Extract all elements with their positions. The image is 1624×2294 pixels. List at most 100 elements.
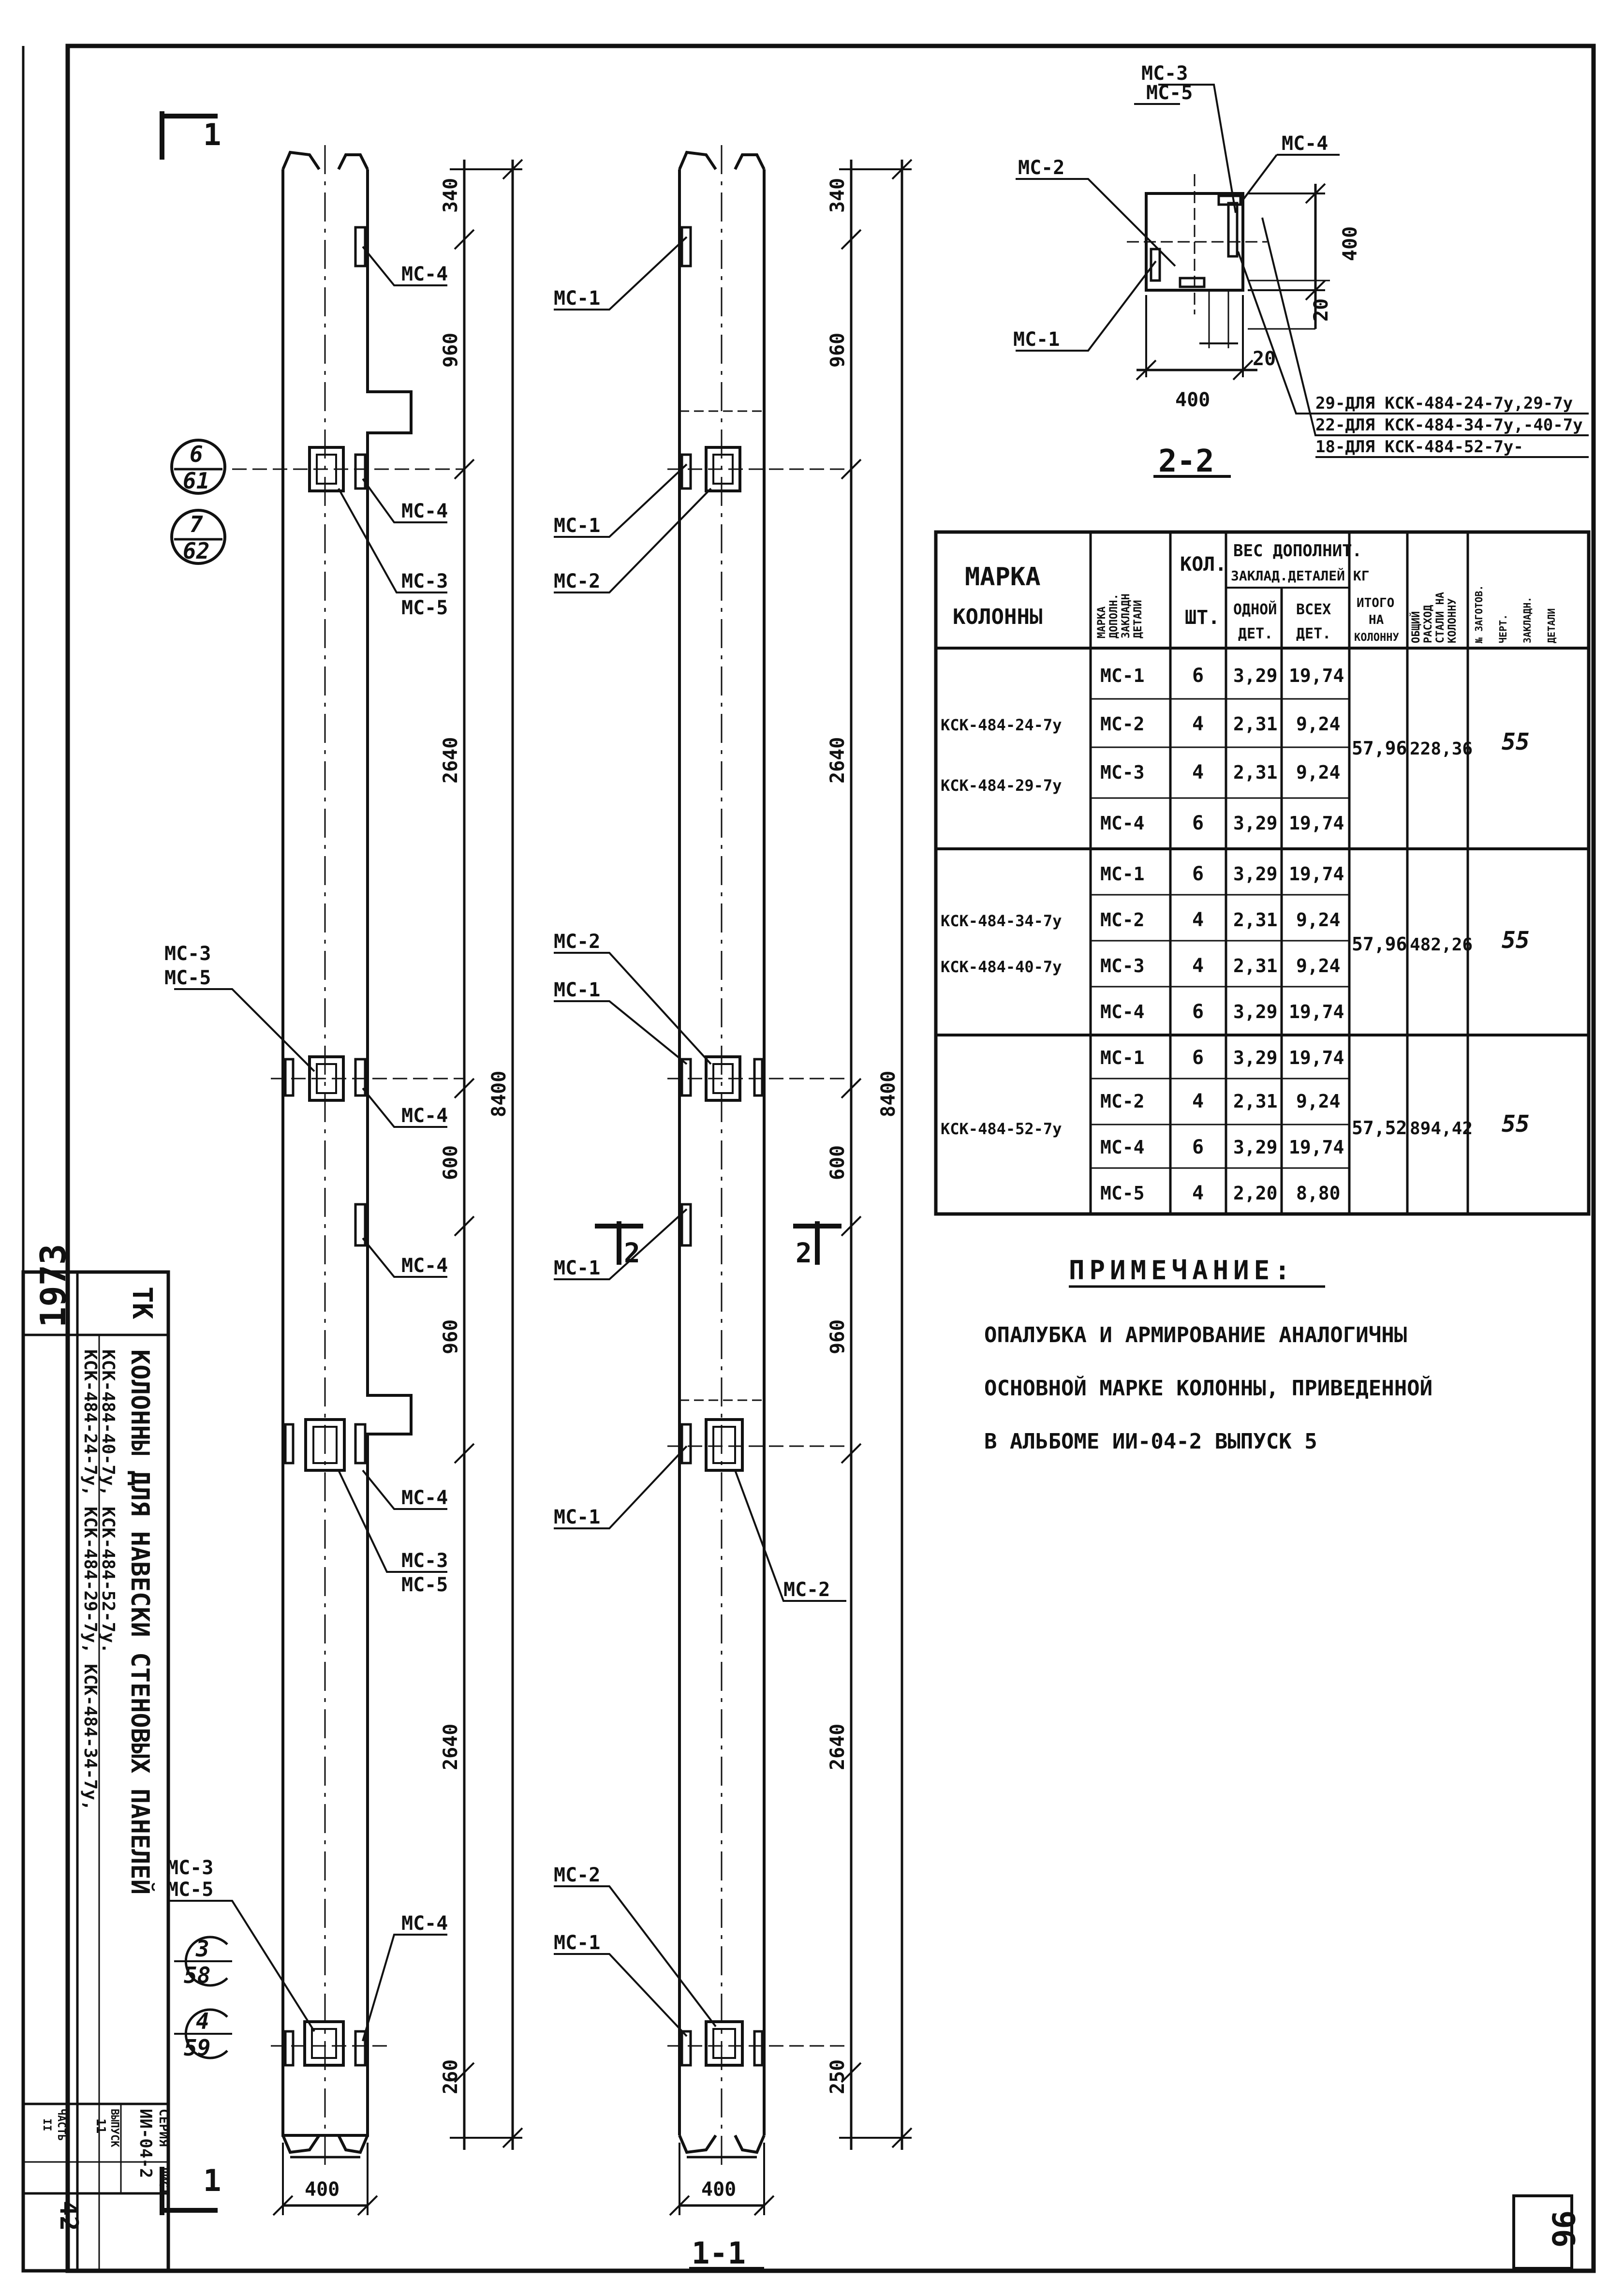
s22-mc2: МС-2: [1018, 157, 1064, 179]
tb-part-label: ЧАСТЬ: [55, 2109, 67, 2141]
tb-g2-r1-all: 19,74: [1289, 863, 1344, 885]
dim-a-960b: 960: [440, 1319, 462, 1354]
dim-b-total: 8400: [877, 1071, 900, 1117]
dim-b-2640: 2640: [827, 737, 849, 784]
tb-g3-r1-all: 19,74: [1289, 1047, 1344, 1068]
s22-dim-400-v: 400: [1339, 226, 1361, 261]
th-chert-1: № ЗАГОТОВ.: [1473, 585, 1485, 644]
tb-g2-chert: 55: [1502, 927, 1530, 954]
callout-a-bot-mc5: МС-5: [167, 1879, 213, 1901]
th-chert-4: ДЕТАЛИ: [1546, 608, 1557, 643]
column-b-outline: [679, 169, 764, 2135]
tb-g2-r1-one: 3,29: [1233, 863, 1278, 885]
dim-a-2640b: 2640: [440, 1724, 462, 1770]
tb-g3-r3-all: 19,74: [1289, 1137, 1344, 1158]
tb-g3-r2-q: 4: [1192, 1090, 1204, 1112]
tb-year: 1973: [33, 1244, 74, 1328]
node-4-den: 59: [184, 2035, 210, 2061]
callout-b-mc2-bot: МС-2: [554, 1864, 600, 1886]
section-mark-top-label: 1: [203, 117, 221, 152]
dim-a-2640: 2640: [440, 737, 462, 784]
page-number-box: 96: [1514, 2196, 1580, 2268]
node-7-62: 7 62: [172, 510, 225, 564]
callout-a-bot-mc4: МС-4: [401, 1912, 448, 1935]
th-detail-1: МАРКА: [1096, 607, 1108, 638]
th-chert-2: ЧЕРТ.: [1497, 614, 1509, 643]
s22-mc5: МС-5: [1146, 82, 1193, 104]
tb-g3-r4-q: 4: [1192, 1182, 1204, 1204]
column-a-callouts: [167, 247, 447, 2041]
tb-g2-r1-d: МС-1: [1100, 863, 1145, 885]
th-total-2: НА: [1369, 613, 1384, 627]
tb-g2-steel: 482,26: [1410, 935, 1473, 955]
node-7-num: 7: [190, 511, 203, 537]
s22-dim-400-h: 400: [1175, 389, 1210, 411]
tb-series: ИИ-04-2: [136, 2109, 155, 2178]
section-2-2: [1016, 85, 1589, 476]
node-6-den: 61: [183, 468, 209, 494]
tb-g3-r2-d: МС-2: [1100, 1091, 1145, 1112]
tb-g3-chert: 55: [1502, 1110, 1530, 1138]
tb-g3-r4-d: МС-5: [1100, 1183, 1145, 1204]
weights-table-body: КСК-484-24-7у КСК-484-29-7у МС-1 6 3,29 …: [941, 665, 1530, 1204]
tb-g1-steel: 228,36: [1410, 739, 1473, 759]
note-block: ПРИМЕЧАНИЕ: ОПАЛУБКА И АРМИРОВАНИЕ АНАЛО…: [984, 1255, 1432, 1454]
section-mark-bottom-label: 1: [203, 2163, 221, 2198]
title-block-text: 1973 ТК КОЛОННЫ ДЛЯ НАВЕСКИ СТЕНОВЫХ ПАН…: [33, 1244, 171, 2231]
th-detail-4: ДЕТАЛИ: [1132, 600, 1144, 638]
page-number: 96: [1545, 2210, 1580, 2248]
tb-g2-r4-all: 19,74: [1289, 1001, 1344, 1022]
tb-g1-r4-one: 3,29: [1233, 813, 1278, 834]
dim-a-total: 8400: [488, 1071, 510, 1117]
dim-b-250: 250: [827, 2059, 849, 2094]
tb-g2-r3-one: 2,31: [1233, 955, 1278, 977]
tb-g1-r2-d: МС-2: [1100, 713, 1145, 735]
note-line-1: ОПАЛУБКА И АРМИРОВАНИЕ АНАЛОГИЧНЫ: [984, 1323, 1407, 1347]
node-6-61: 6 61: [172, 440, 225, 494]
column-b: [667, 145, 851, 2167]
tb-g1-total: 57,96: [1352, 738, 1407, 759]
column-a-bottom-cap: [283, 2135, 368, 2152]
th-total-3: КОЛОННУ: [1354, 632, 1399, 644]
dim-a-width: 400: [305, 2178, 340, 2201]
tb-g3-r1-one: 3,29: [1233, 1047, 1278, 1068]
tb-g1-r1-d: МС-1: [1100, 665, 1145, 686]
dim-a-260: 260: [440, 2059, 462, 2094]
callout-a-mc4-top: МС-4: [401, 263, 448, 285]
th-all-1: ВСЕХ: [1296, 601, 1331, 618]
dim-b-960: 960: [827, 333, 849, 368]
tb-g1-r3-one: 2,31: [1233, 762, 1278, 783]
tb-g3-r2-one: 2,31: [1233, 1091, 1278, 1112]
callout-a-mc5: МС-5: [401, 597, 448, 619]
plate-a-3: [306, 1420, 344, 1470]
th-steel-1: ОБЩИЙ: [1410, 611, 1422, 643]
th-total-1: ИТОГО: [1357, 596, 1394, 610]
callout-b-mc2-mid: МС-2: [554, 931, 600, 953]
th-steel-4: КОЛОННУ: [1447, 598, 1459, 643]
node-7-den: 62: [183, 538, 209, 564]
note-line-2: ОСНОВНОЙ МАРКЕ КОЛОННЫ, ПРИВЕДЕННОЙ: [984, 1375, 1432, 1401]
column-a-dim-labels: 340 960 2640 600 960 2640 260 8400 400: [305, 178, 510, 2201]
tb-sheet-label: ЛИСТ: [157, 2167, 170, 2195]
section-mark-bottom: 1: [162, 2163, 221, 2215]
th-qty-1: КОЛ.: [1180, 553, 1226, 576]
tb-sheet: 42: [54, 2201, 83, 2231]
tb-g2-r2-d: МС-2: [1100, 909, 1145, 931]
th-detail-2: ДОПОЛН.: [1108, 593, 1120, 638]
th-steel-2: РАСХОД: [1422, 605, 1434, 643]
dim-b-340: 340: [827, 178, 849, 213]
s22-note-18: 18-ДЛЯ КСК-484-52-7у-: [1315, 437, 1523, 457]
callout-b-mc1-b: МС-1: [554, 515, 600, 537]
column-b-dimensions: [670, 160, 912, 2268]
section-mark-2: 2 2: [595, 1221, 842, 1269]
tb-g3-mark1: КСК-484-52-7у: [941, 1120, 1062, 1138]
tb-g2-mark2: КСК-484-40-7у: [941, 958, 1062, 976]
callout-b-mc2-low2: МС-2: [783, 1579, 830, 1601]
th-one-1: ОДНОЙ: [1233, 601, 1277, 618]
tb-title: КОЛОННЫ ДЛЯ НАВЕСКИ СТЕНОВЫХ ПАНЕЛЕЙ: [125, 1349, 155, 1894]
callout-b-mc1-top: МС-1: [554, 287, 600, 310]
callout-b-mc1-low: МС-1: [554, 1257, 600, 1279]
dim-a-960: 960: [440, 333, 462, 368]
note-title: ПРИМЕЧАНИЕ:: [1069, 1255, 1295, 1286]
callout-a-mc4-lower1: МС-4: [401, 1255, 448, 1277]
